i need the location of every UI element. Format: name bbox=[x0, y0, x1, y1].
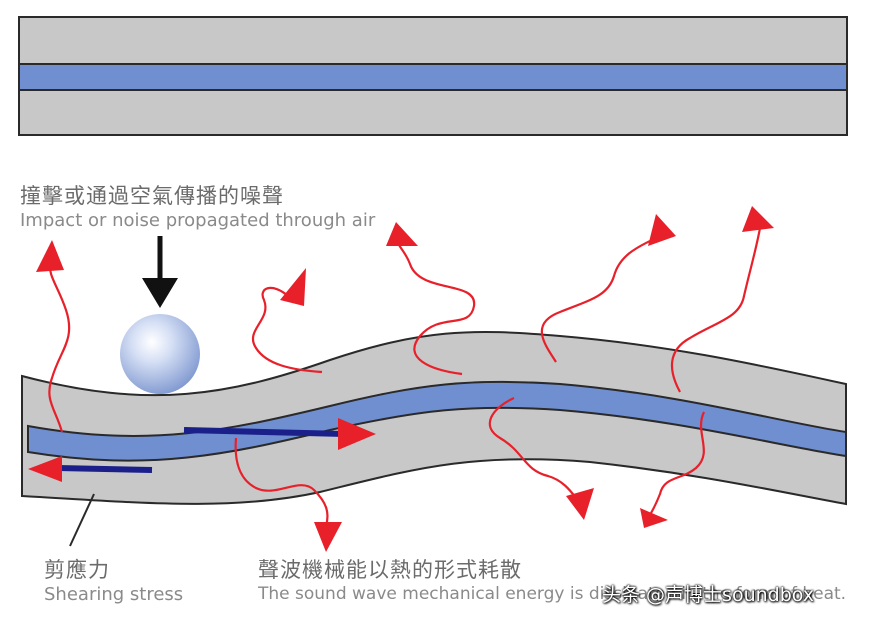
bent-panel-outer bbox=[21, 330, 847, 506]
heat-arrow-3 bbox=[396, 235, 476, 376]
shear-arrow-left bbox=[28, 456, 153, 482]
shear-arrow-right bbox=[183, 418, 376, 450]
heat-arrowhead-3 bbox=[386, 222, 418, 246]
energy-label-zh: 聲波機械能以熱的形式耗散 bbox=[258, 558, 522, 582]
watermark: 头条 @声博士soundbox bbox=[602, 584, 815, 606]
impact-sphere bbox=[120, 314, 200, 394]
heat-arrows bbox=[48, 227, 762, 527]
heat-arrow-6 bbox=[234, 437, 329, 527]
heat-arrowhead-2 bbox=[280, 268, 306, 306]
energy-label-en: The sound wave mechanical energy is diss… bbox=[258, 584, 847, 604]
heat-arrowhead-6 bbox=[314, 522, 342, 552]
shearing-label-zh: 剪應力 bbox=[44, 558, 110, 582]
impact-arrow bbox=[142, 236, 178, 308]
heat-arrowhead-1 bbox=[36, 240, 64, 272]
heat-arrow-2 bbox=[251, 286, 323, 374]
heat-arrow-7 bbox=[488, 396, 577, 499]
heat-arrowhead-4 bbox=[648, 214, 676, 246]
heat-arrow-1 bbox=[48, 261, 71, 433]
heat-arrow-5 bbox=[670, 227, 762, 393]
bent-panel bbox=[21, 330, 847, 506]
heat-arrowheads bbox=[36, 206, 774, 552]
heat-arrowhead-7 bbox=[566, 488, 594, 520]
impact-label-zh: 撞擊或通過空氣傳播的噪聲 bbox=[20, 184, 284, 208]
impact-label-en: Impact or noise propagated through air bbox=[20, 210, 376, 231]
heat-arrowhead-5 bbox=[742, 206, 774, 232]
shearing-label-en: Shearing stress bbox=[44, 584, 184, 605]
heat-arrowhead-8 bbox=[640, 508, 668, 528]
flat-panel-core bbox=[18, 63, 848, 91]
heat-arrow-8 bbox=[647, 411, 706, 519]
shearing-leader bbox=[69, 493, 95, 547]
flat-panel bbox=[18, 16, 848, 136]
heat-arrow-4 bbox=[540, 237, 657, 363]
